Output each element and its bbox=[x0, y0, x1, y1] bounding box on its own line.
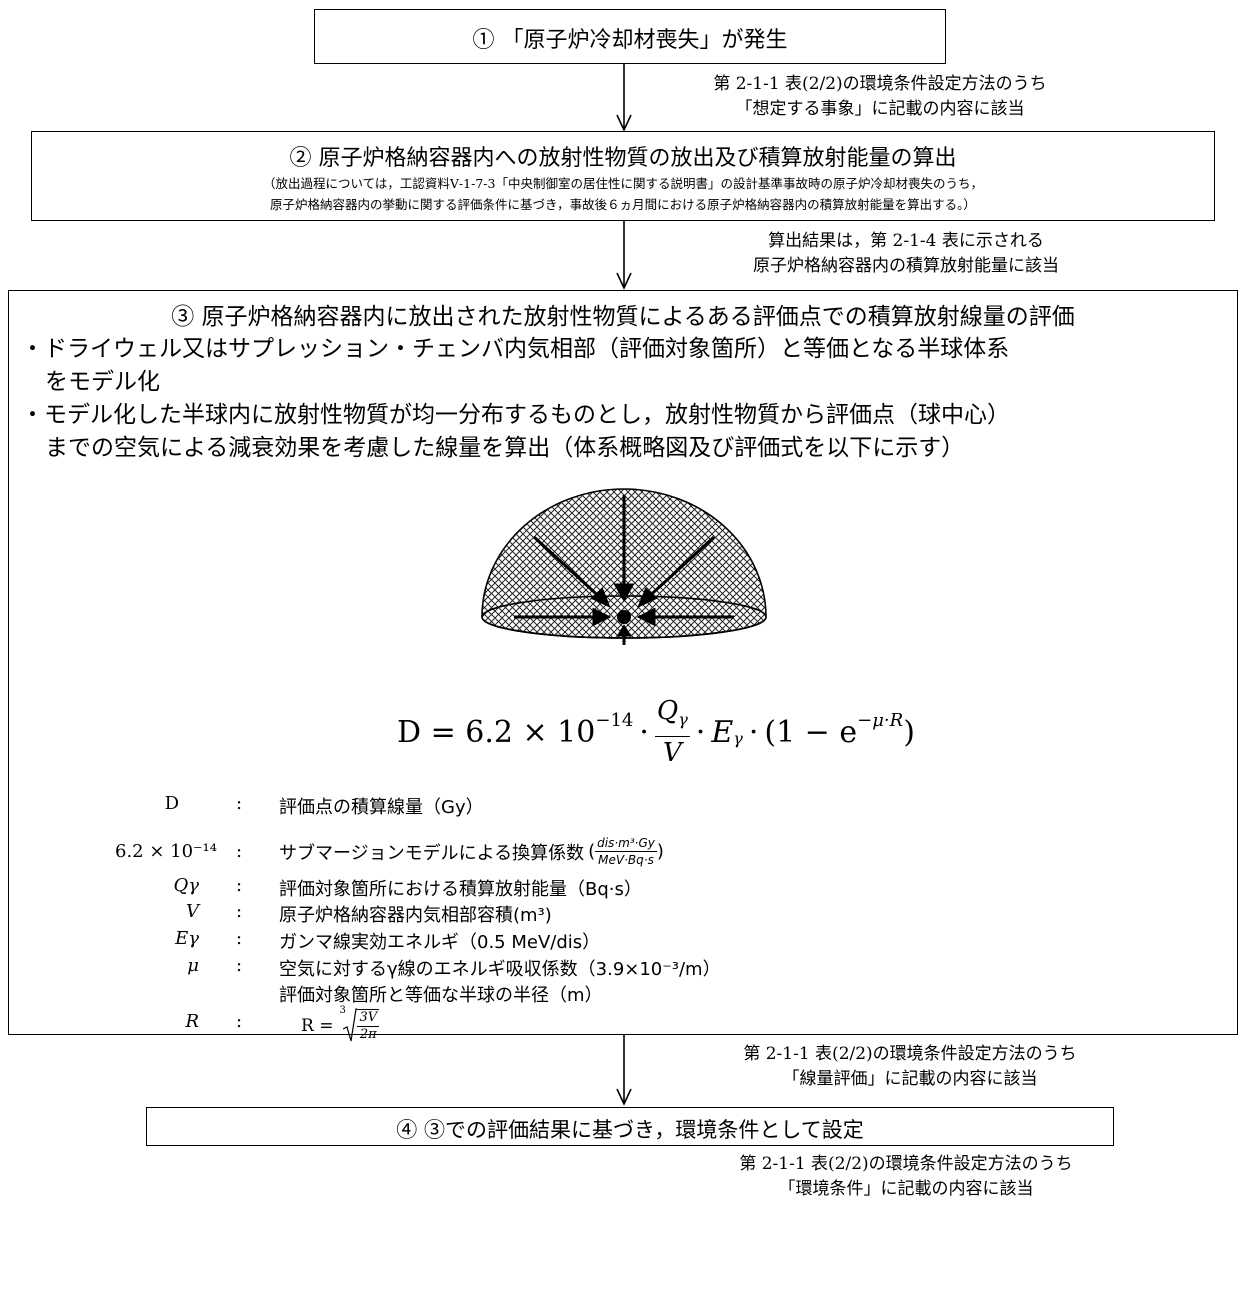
formula-close: ) bbox=[903, 714, 915, 750]
r-formula: R = 3 3V 2π bbox=[301, 1005, 380, 1045]
var-sym-e: Eγ bbox=[175, 928, 199, 949]
main-formula: D = 6.2 × 10 −14 · Qγ V · E γ · (1 − e −… bbox=[397, 695, 915, 769]
note4-line1: 第 2-1-1 表(2/2)の環境条件設定方法のうち bbox=[739, 1154, 1073, 1174]
step2-box: ② 原子炉格納容器内への放射性物質の放出及び積算放射能量の算出 （放出過程につい… bbox=[31, 131, 1215, 221]
formula-pexp: −μ·R bbox=[857, 709, 904, 731]
formula-dot2: · bbox=[695, 714, 706, 750]
step4-box: ④ ③での評価結果に基づき，環境条件として設定 bbox=[146, 1107, 1114, 1146]
var-colon-q: : bbox=[235, 875, 243, 896]
r-formula-fraction: 3V 2π bbox=[357, 1009, 380, 1043]
note2: 算出結果は，第 2-1-4 表に示される 原子炉格納容器内の積算放射能量に該当 bbox=[676, 229, 1136, 279]
note4-line2: 「環境条件」に記載の内容に該当 bbox=[778, 1179, 1034, 1199]
radical-sign bbox=[343, 1008, 358, 1042]
var-sym-r: R bbox=[185, 1011, 199, 1032]
coef-unit-den: MeV·Bq·s bbox=[598, 853, 654, 867]
step1-box: ① 「原子炉冷却材喪失」が発生 bbox=[314, 9, 946, 64]
note3: 第 2-1-1 表(2/2)の環境条件設定方法のうち 「線量評価」に記載の内容に… bbox=[680, 1042, 1140, 1092]
formula-fraction: Qγ V bbox=[654, 695, 690, 769]
note3-line2: 「線量評価」に記載の内容に該当 bbox=[782, 1069, 1038, 1089]
r-formula-root-index: 3 bbox=[339, 1005, 346, 1016]
step3-bullet1b: をモデル化 bbox=[45, 369, 160, 395]
step3-bullet2a: ・モデル化した半球内に放射性物質が均一分布するものとし，放射性物質から評価点（球… bbox=[21, 402, 1010, 428]
formula-q: Q bbox=[656, 696, 679, 726]
r-formula-lhs: R = bbox=[301, 1016, 334, 1036]
formula-paren: (1 − e bbox=[764, 714, 858, 750]
coef-unit-num: dis·m³·Gy bbox=[595, 836, 657, 852]
note3-line1: 第 2-1-1 表(2/2)の環境条件設定方法のうち bbox=[743, 1044, 1077, 1064]
formula-q-gamma: γ bbox=[678, 710, 688, 730]
var-desc-coef-text: サブマージョンモデルによる換算係数 bbox=[279, 842, 585, 864]
var-row-r: R : bbox=[9, 1011, 1237, 1037]
step3-bullet2b: までの空気による減衰効果を考慮した線量を算出（体系概略図及び評価式を以下に示す） bbox=[45, 435, 965, 461]
formula-e-gamma: γ bbox=[733, 728, 743, 748]
var-row-r-desc: 評価対象箇所と等価な半球の半径（m） bbox=[9, 981, 1237, 1007]
note4: 第 2-1-1 表(2/2)の環境条件設定方法のうち 「環境条件」に記載の内容に… bbox=[676, 1152, 1136, 1202]
var-colon-e: : bbox=[235, 928, 243, 949]
step1-text: ① 「原子炉冷却材喪失」が発生 bbox=[472, 28, 788, 53]
step2-detail2: 原子炉格納容器内の挙動に関する評価条件に基づき，事故後６ヵ月間における原子炉格納… bbox=[270, 197, 976, 212]
var-sym-q: Qγ bbox=[173, 875, 199, 896]
var-sym-d: D bbox=[164, 793, 179, 814]
step2-detail1: （放出過程については，工認資料Ⅴ-1-7-3「中央制御室の居住性に関する説明書」… bbox=[263, 176, 983, 191]
var-sym-coef: 6.2 × 10⁻¹⁴ bbox=[115, 841, 217, 862]
step3-box: ③ 原子炉格納容器内に放出された放射性物質によるある評価点での積算放射線量の評価… bbox=[8, 290, 1238, 1042]
step2-title: ② 原子炉格納容器内への放射性物質の放出及び積算放射能量の算出 bbox=[289, 146, 957, 171]
var-desc-e: ガンマ線実効エネルギ（0.5 MeV/dis） bbox=[279, 932, 601, 953]
var-row-q: Qγ : 評価対象箇所における積算放射能量（Bq·s） bbox=[9, 875, 1237, 901]
note1-line2: 「想定する事象」に記載の内容に該当 bbox=[735, 99, 1025, 119]
formula-exp: −14 bbox=[595, 709, 634, 731]
note1-line1: 第 2-1-1 表(2/2)の環境条件設定方法のうち bbox=[713, 74, 1047, 94]
hemisphere-diagram bbox=[481, 488, 767, 645]
note1: 第 2-1-1 表(2/2)の環境条件設定方法のうち 「想定する事象」に記載の内… bbox=[660, 72, 1100, 122]
var-row-mu: μ : 空気に対するγ線のエネルギ吸収係数（3.9×10⁻³/m） bbox=[9, 955, 1237, 981]
step4-text: ④ ③での評価結果に基づき，環境条件として設定 bbox=[396, 1118, 864, 1142]
var-sym-v: V bbox=[186, 901, 199, 922]
r-formula-num: 3V bbox=[357, 1010, 380, 1027]
variables-list: D : 評価点の積算線量（Gy） 6.2 × 10⁻¹⁴ : サブマージョンモデ… bbox=[9, 781, 1237, 1032]
var-sym-mu: μ bbox=[187, 955, 199, 976]
formula-lhs: D = 6.2 × 10 bbox=[397, 714, 596, 750]
var-desc-q: 評価対象箇所における積算放射能量（Bq·s） bbox=[279, 879, 642, 900]
var-row-d: D : 評価点の積算線量（Gy） bbox=[9, 793, 1237, 819]
note2-line1: 算出結果は，第 2-1-4 表に示される bbox=[768, 231, 1044, 251]
formula-dot1: · bbox=[639, 714, 649, 750]
step3-bullet1a: ・ドライウェル又はサプレッション・チェンバ内気相部（評価対象箇所）と等価となる半… bbox=[21, 336, 1010, 362]
var-row-v: V : 原子炉格納容器内気相部容積(m³) bbox=[9, 901, 1237, 927]
var-desc-r: 評価対象箇所と等価な半球の半径（m） bbox=[279, 985, 603, 1006]
var-row-coef: 6.2 × 10⁻¹⁴ : サブマージョンモデルによる換算係数 ( dis·m³… bbox=[9, 836, 1237, 871]
var-desc-v: 原子炉格納容器内気相部容積(m³) bbox=[279, 905, 552, 926]
var-colon-d: : bbox=[235, 793, 243, 814]
evaluation-point bbox=[617, 610, 631, 624]
formula-v: V bbox=[662, 738, 682, 769]
var-colon-v: : bbox=[235, 901, 243, 922]
formula-e: E bbox=[711, 714, 734, 750]
var-colon-mu: : bbox=[235, 955, 243, 976]
var-desc-coef: サブマージョンモデルによる換算係数 ( dis·m³·Gy MeV·Bq·s ) bbox=[279, 835, 664, 868]
var-desc-mu: 空気に対するγ線のエネルギ吸収係数（3.9×10⁻³/m） bbox=[279, 959, 721, 980]
note2-line2: 原子炉格納容器内の積算放射能量に該当 bbox=[753, 256, 1059, 276]
formula-dot3: · bbox=[748, 714, 759, 750]
coef-unit-fraction: dis·m³·Gy MeV·Bq·s bbox=[595, 835, 657, 868]
var-colon-coef: : bbox=[235, 841, 243, 862]
var-row-e: Eγ : ガンマ線実効エネルギ（0.5 MeV/dis） bbox=[9, 928, 1237, 954]
r-formula-den: 2π bbox=[359, 1027, 377, 1042]
var-colon-r: : bbox=[235, 1011, 243, 1032]
var-desc-d: 評価点の積算線量（Gy） bbox=[279, 797, 484, 818]
step3-title: ③ 原子炉格納容器内に放出された放射性物質によるある評価点での積算放射線量の評価 bbox=[171, 304, 1075, 330]
